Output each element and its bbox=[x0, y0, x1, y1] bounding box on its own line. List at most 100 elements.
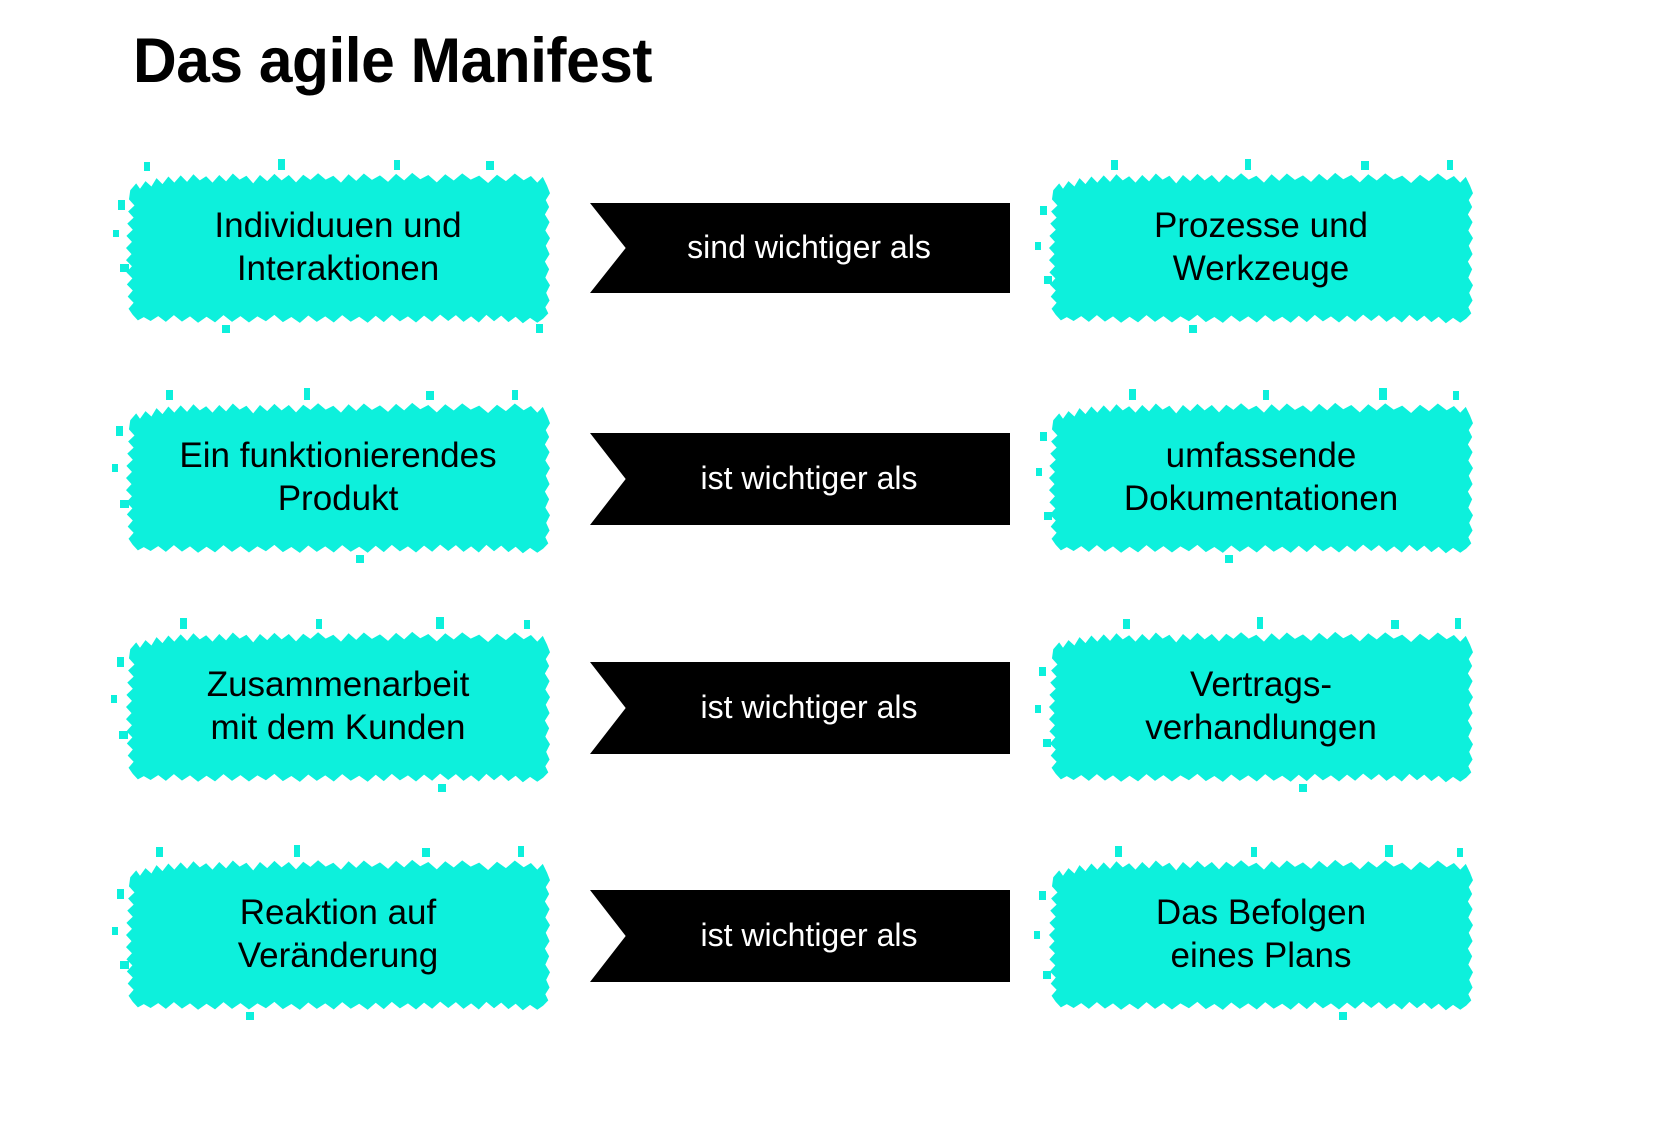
brush-shape bbox=[126, 859, 550, 1011]
value-chip-right-label: umfassende Dokumentationen bbox=[1123, 436, 1399, 518]
brush-speck bbox=[120, 961, 129, 969]
brush-speck bbox=[1115, 846, 1122, 857]
connector-banner: ist wichtiger als bbox=[590, 890, 1010, 982]
brush-speck bbox=[1457, 848, 1463, 857]
brush-shape bbox=[126, 402, 550, 554]
brush-speck bbox=[1129, 389, 1136, 400]
brush-speck bbox=[166, 390, 173, 400]
brush-speck bbox=[156, 847, 163, 857]
manifesto-row: Individuuen und Interaktionen sind wicht… bbox=[0, 159, 1671, 333]
brush-speck bbox=[1245, 159, 1251, 170]
brush-speck bbox=[1043, 971, 1051, 979]
brush-speck bbox=[1263, 390, 1269, 400]
brush-speck bbox=[246, 1012, 254, 1020]
connector-banner-label: ist wichtiger als bbox=[700, 917, 918, 954]
brush-speck bbox=[1189, 325, 1197, 333]
manifesto-row: Reaktion auf Veränderung ist wichtiger a… bbox=[0, 845, 1671, 1020]
brush-speck bbox=[426, 391, 434, 400]
brush-speck bbox=[436, 617, 444, 629]
brush-speck bbox=[1455, 618, 1461, 629]
brush-shape bbox=[1049, 631, 1473, 783]
brush-speck bbox=[112, 464, 118, 472]
brush-speck bbox=[536, 324, 543, 333]
brush-speck bbox=[144, 162, 150, 171]
page-title: Das agile Manifest bbox=[133, 26, 653, 96]
brush-speck bbox=[294, 845, 300, 857]
connector-banner-label: ist wichtiger als bbox=[700, 689, 918, 726]
connector-banner: ist wichtiger als bbox=[590, 662, 1010, 754]
brush-speck bbox=[111, 695, 117, 703]
brush-speck bbox=[422, 848, 430, 857]
brush-speck bbox=[394, 160, 400, 170]
brush-speck bbox=[356, 555, 364, 563]
brush-speck bbox=[1044, 276, 1052, 284]
brush-speck bbox=[304, 388, 310, 400]
brush-speck bbox=[112, 927, 118, 935]
brush-speck bbox=[1039, 667, 1046, 676]
connector-banner-label: sind wichtiger als bbox=[687, 229, 931, 266]
brush-speck bbox=[1453, 391, 1459, 400]
brush-speck bbox=[1040, 206, 1047, 215]
brush-speck bbox=[118, 200, 125, 210]
brush-speck bbox=[1035, 242, 1041, 250]
brush-speck bbox=[518, 846, 524, 857]
brush-speck bbox=[1039, 891, 1046, 900]
brush-speck bbox=[222, 325, 230, 333]
brush-speck bbox=[1034, 931, 1040, 939]
brush-speck bbox=[1225, 555, 1233, 563]
brush-speck bbox=[120, 264, 129, 272]
brush-speck bbox=[1299, 784, 1307, 792]
brush-speck bbox=[1036, 468, 1042, 476]
value-chip-left: Ein funktionierendes Produkt bbox=[112, 388, 550, 563]
brush-shape bbox=[1049, 402, 1473, 554]
brush-speck bbox=[1043, 739, 1051, 747]
value-chip-left: Reaktion auf Veränderung bbox=[112, 845, 550, 1020]
brush-speck bbox=[180, 618, 187, 629]
brush-speck bbox=[1391, 620, 1399, 629]
connector-banner-label: ist wichtiger als bbox=[700, 460, 918, 497]
brush-speck bbox=[113, 230, 119, 237]
brush-speck bbox=[1361, 161, 1369, 170]
brush-speck bbox=[512, 390, 518, 400]
brush-shape bbox=[1049, 172, 1473, 324]
brush-shape bbox=[1049, 859, 1473, 1011]
brush-speck bbox=[1035, 705, 1041, 713]
value-chip-right: umfassende Dokumentationen bbox=[1036, 388, 1473, 563]
brush-speck bbox=[117, 657, 124, 667]
value-chip-left: Zusammenarbeit mit dem Kunden bbox=[111, 617, 550, 792]
brush-speck bbox=[119, 731, 128, 739]
brush-speck bbox=[1447, 160, 1453, 170]
brush-speck bbox=[117, 889, 124, 899]
manifesto-row: Ein funktionierendes Produkt ist wichtig… bbox=[0, 388, 1671, 563]
brush-speck bbox=[1379, 388, 1387, 400]
value-chip-right-label: Das Befolgen eines Plans bbox=[1155, 893, 1367, 975]
value-chip-right: Das Befolgen eines Plans bbox=[1034, 845, 1473, 1020]
value-chip-right-label: Vertrags- verhandlungen bbox=[1145, 665, 1377, 747]
brush-shape bbox=[126, 631, 550, 783]
brush-speck bbox=[1123, 619, 1130, 629]
brush-speck bbox=[316, 619, 322, 629]
manifesto-row: Zusammenarbeit mit dem Kunden ist wichti… bbox=[0, 617, 1671, 792]
brush-speck bbox=[486, 161, 494, 170]
brush-speck bbox=[524, 620, 530, 629]
value-chip-right: Prozesse und Werkzeuge bbox=[1035, 159, 1473, 333]
brush-speck bbox=[1111, 160, 1118, 170]
brush-speck bbox=[1040, 432, 1047, 441]
value-chip-left-label: Zusammenarbeit mit dem Kunden bbox=[206, 665, 470, 747]
connector-banner: sind wichtiger als bbox=[590, 203, 1010, 293]
value-chip-left-label: Reaktion auf Veränderung bbox=[237, 893, 439, 975]
brush-speck bbox=[1044, 512, 1052, 520]
value-chip-left-label: Individuuen und Interaktionen bbox=[214, 206, 462, 288]
value-chip-right-label: Prozesse und Werkzeuge bbox=[1153, 206, 1369, 288]
value-chip-left: Individuuen und Interaktionen bbox=[113, 159, 550, 333]
brush-speck bbox=[1251, 847, 1257, 857]
brush-speck bbox=[1385, 845, 1393, 857]
brush-speck bbox=[438, 784, 446, 792]
value-chip-right: Vertrags- verhandlungen bbox=[1035, 617, 1473, 792]
connector-banner: ist wichtiger als bbox=[590, 433, 1010, 525]
brush-speck bbox=[278, 159, 285, 170]
brush-speck bbox=[1339, 1012, 1347, 1020]
brush-speck bbox=[1257, 617, 1263, 629]
value-chip-left-label: Ein funktionierendes Produkt bbox=[179, 436, 497, 518]
